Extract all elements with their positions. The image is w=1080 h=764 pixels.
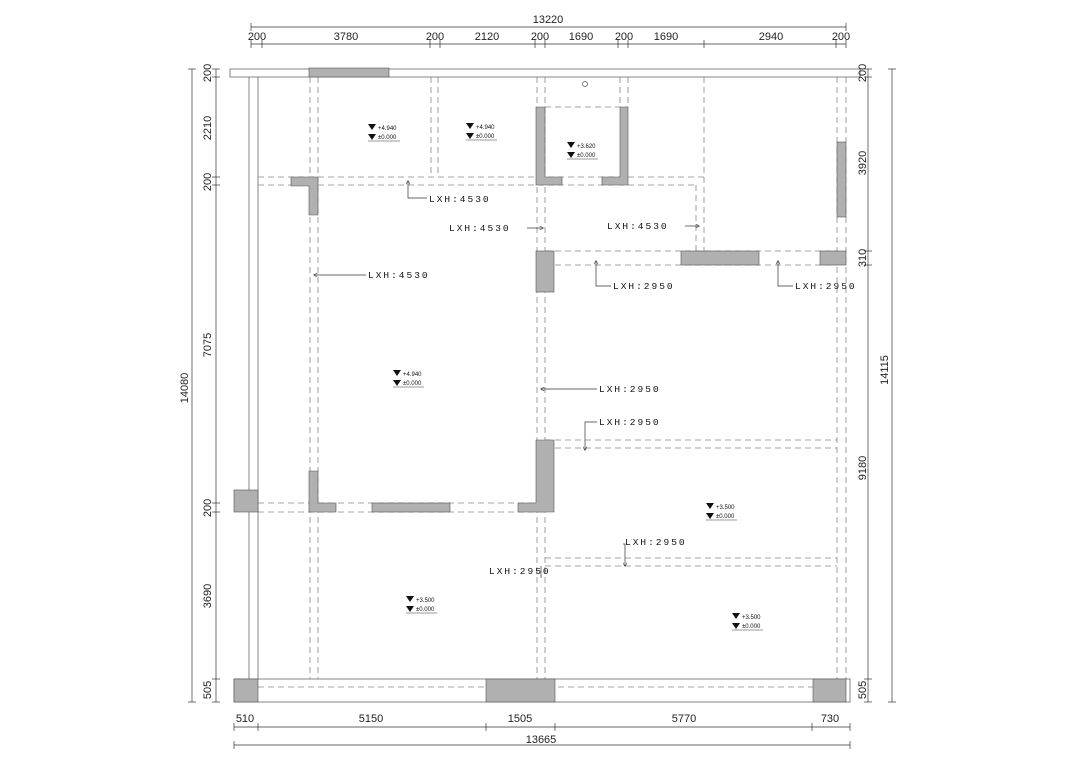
beam-height-label: LXH:2950	[613, 281, 675, 292]
elevation-bottom: ±0.000	[378, 135, 397, 141]
left-dim-segment: 200	[202, 499, 214, 517]
elevation-marker: +4.940 ±0.000	[393, 370, 424, 388]
right-dim-segment: 3920	[857, 151, 869, 175]
beam-height-label: LXH:2950	[489, 566, 551, 577]
drain-icon	[582, 81, 588, 87]
elevation-bottom: ±0.000	[403, 381, 422, 387]
elevation-bottom: ±0.000	[716, 514, 735, 520]
column	[535, 106, 563, 186]
elevation-top: +4.940	[476, 125, 495, 131]
column	[290, 176, 319, 216]
dimension-lines	[188, 23, 896, 749]
elevation-bottom: ±0.000	[742, 624, 761, 630]
left-dim-segment: 200	[202, 173, 214, 191]
column	[535, 250, 555, 293]
top-dim-segment: 3780	[334, 31, 358, 43]
column	[308, 67, 390, 78]
elevation-marker: +3.500 ±0.000	[406, 596, 437, 614]
top-dim-segment: 1690	[569, 31, 593, 43]
bottom-dim-segment: 1505	[508, 713, 532, 725]
elevation-top: +4.940	[378, 126, 397, 132]
beam-leaders	[314, 181, 793, 578]
bottom-dim-segment: 510	[236, 713, 254, 725]
beam-height-label: LXH:2950	[795, 281, 857, 292]
elevation-top: +3.620	[577, 144, 596, 150]
elevation-bottom: ±0.000	[577, 153, 596, 159]
top-dim-segment: 200	[426, 31, 444, 43]
elevation-marker: +4.940 ±0.000	[466, 123, 497, 141]
column	[308, 470, 337, 513]
top-dim-segment: 200	[531, 31, 549, 43]
column	[680, 250, 760, 266]
elevation-bottom: ±0.000	[416, 607, 435, 613]
left-dim-segment: 3690	[202, 584, 214, 608]
bottom-dim-segment: 5150	[359, 713, 383, 725]
bottom-total-dim: 13665	[526, 734, 557, 746]
column	[233, 489, 259, 513]
beam-height-label: LXH:4530	[368, 270, 430, 281]
column	[233, 678, 259, 703]
right-dim-segment: 505	[857, 681, 869, 699]
top-dim-segment: 200	[615, 31, 633, 43]
right-dim-segment: 200	[857, 64, 869, 82]
beam-height-label: LXH:4530	[607, 221, 669, 232]
top-total-dim: 13220	[533, 14, 564, 26]
beam-height-label: LXH:2950	[625, 537, 687, 548]
left-dim-segment: 2210	[202, 116, 214, 140]
elevation-marker: +4.940 ±0.000	[368, 124, 400, 142]
column	[836, 141, 847, 218]
elevation-top: +4.940	[403, 372, 422, 378]
right-total-dim: 14115	[879, 355, 891, 385]
top-dim-segment: 200	[248, 31, 266, 43]
beam-height-label: LXH:2950	[599, 384, 661, 395]
top-dim-segment: 2120	[475, 31, 499, 43]
left-total-dim: 14080	[179, 373, 191, 404]
left-dim-segment: 505	[202, 681, 214, 699]
elevation-top: +3.500	[716, 505, 735, 511]
right-dim-segment: 9180	[857, 456, 869, 480]
column	[601, 106, 629, 186]
elevation-marker: +3.500 ±0.000	[706, 503, 737, 521]
column	[812, 678, 847, 703]
column	[485, 678, 556, 703]
elevation-marker: +3.620 ±0.000	[567, 142, 598, 160]
beam-height-label: LXH:4530	[429, 194, 491, 205]
elevation-marker: +3.500 ±0.000	[732, 613, 763, 631]
bottom-dim-segment: 5770	[672, 713, 696, 725]
top-dim-segment: 2940	[759, 31, 783, 43]
elevation-top: +3.500	[742, 615, 761, 621]
beam-height-label: LXH:4530	[449, 223, 511, 234]
structural-columns	[233, 67, 847, 703]
top-dim-segment: 1690	[654, 31, 678, 43]
column	[517, 439, 555, 513]
column	[819, 250, 847, 266]
left-dim-segment: 200	[202, 64, 214, 82]
column	[371, 502, 451, 513]
left-dim-segment: 7075	[202, 333, 214, 357]
right-dim-segment: 310	[857, 249, 869, 267]
bottom-dim-segment: 730	[821, 713, 839, 725]
elevation-top: +3.500	[416, 598, 435, 604]
elevation-bottom: ±0.000	[476, 134, 495, 140]
beam-height-label: LXH:2950	[599, 417, 661, 428]
top-dim-segment: 200	[832, 31, 850, 43]
beam-lines	[258, 77, 837, 688]
